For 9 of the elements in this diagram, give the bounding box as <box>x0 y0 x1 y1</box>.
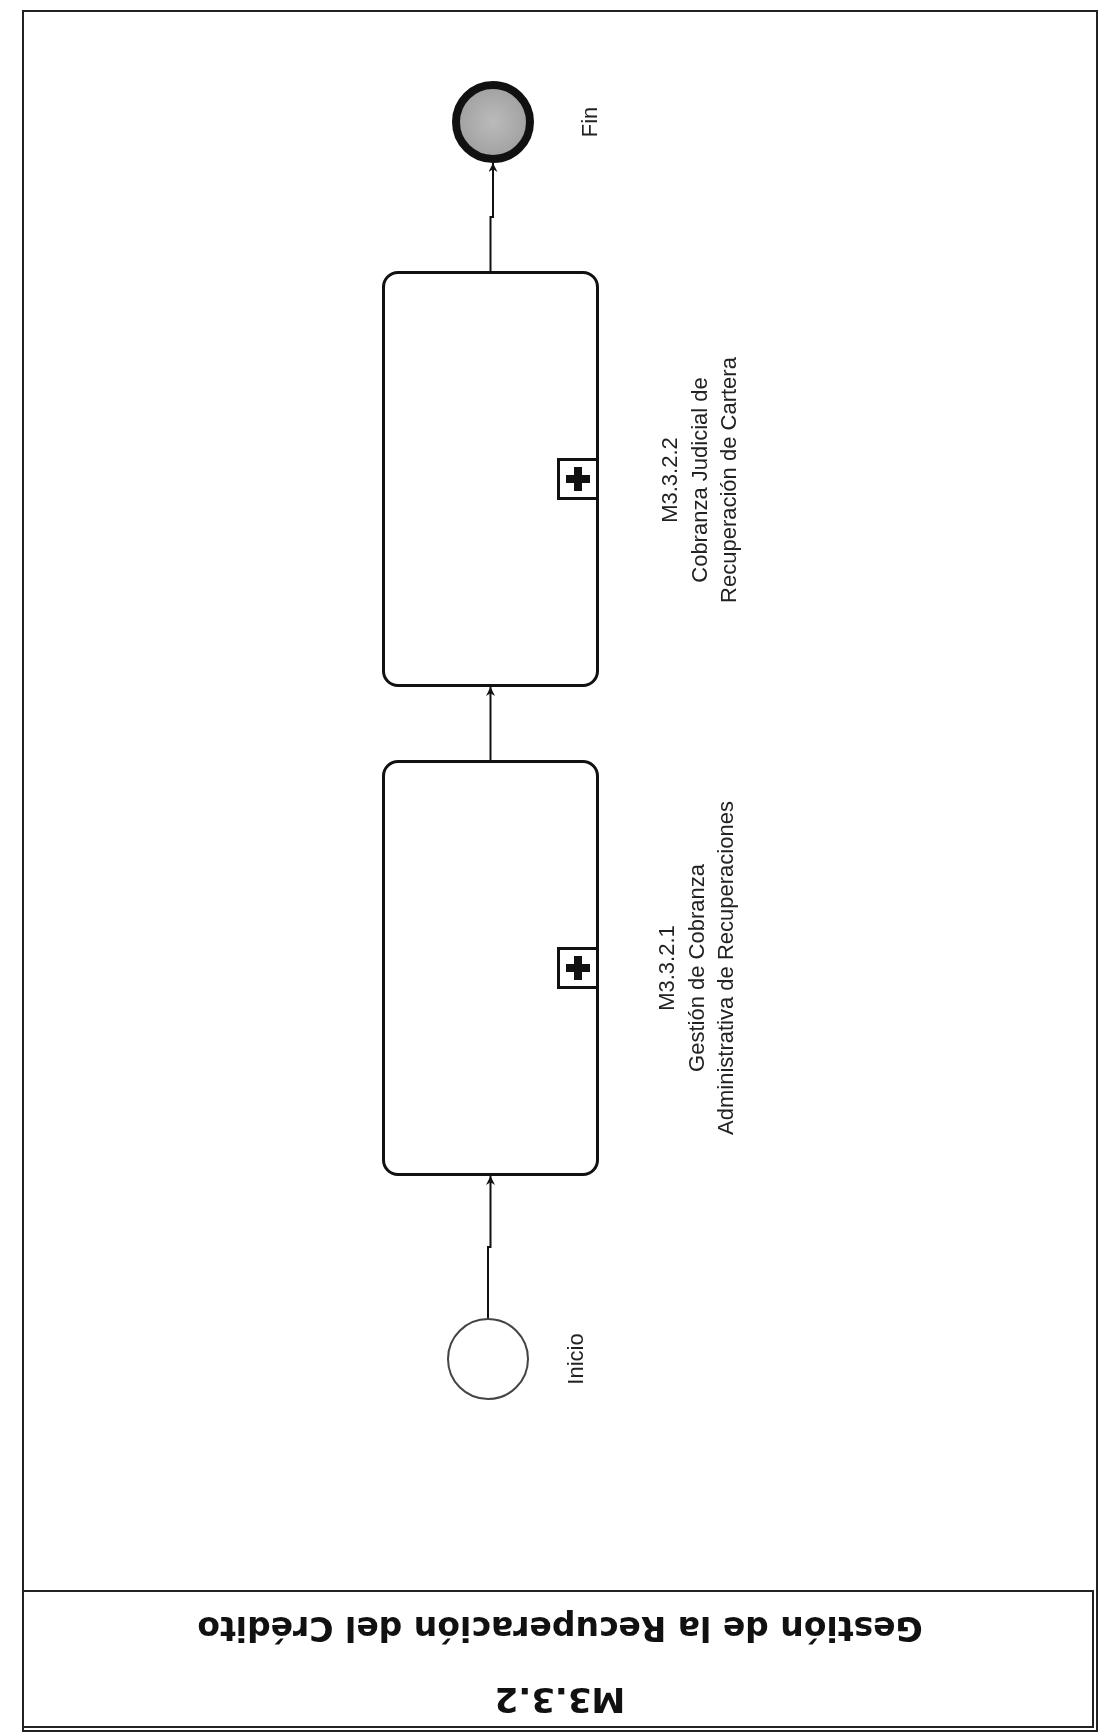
diagram-code: M3.3.2 <box>494 1680 626 1720</box>
event-label: Inicio <box>562 1333 590 1385</box>
sequence-flow-arrow <box>488 162 498 272</box>
event-label: Fin <box>576 106 604 138</box>
sequence-flow-arrow <box>486 686 495 761</box>
diagram-title: Gestión de la Recuperación del Crédito <box>197 1608 923 1648</box>
task-label: M3.3.2.2 Cobranza Judicial de Recuperación de Cartera <box>656 356 743 605</box>
sequence-flow-arrow <box>486 1175 495 1319</box>
task-label: M3.3.2.1 Gestión de Cobranza Administrativa de Recuperaciones <box>653 800 740 1137</box>
